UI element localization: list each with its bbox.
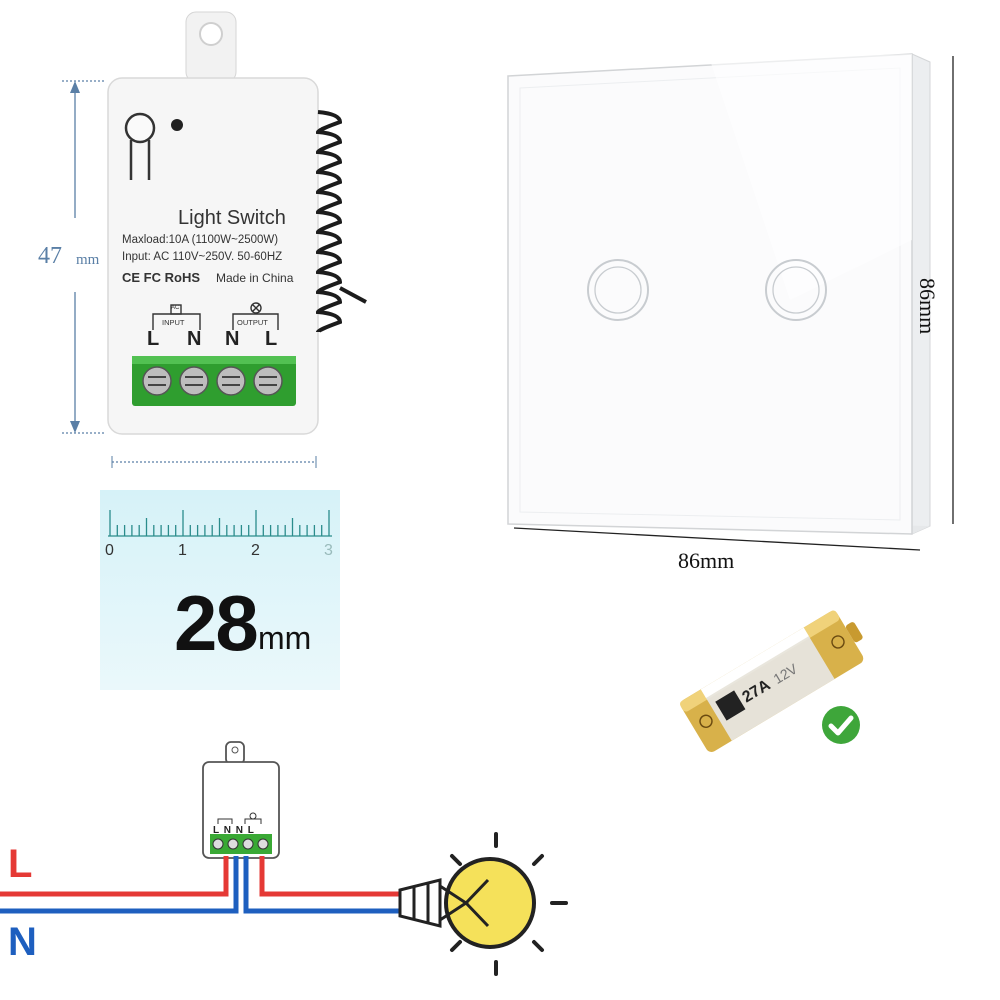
module-maxload: Maxload:10A (1100W~2500W): [122, 234, 279, 246]
module-title: Light Switch: [178, 207, 286, 229]
touch-button-left[interactable]: [588, 260, 648, 320]
module-input-label: INPUT: [162, 318, 185, 327]
module-terminal-label: N: [187, 328, 202, 350]
panel-height-label: 86mm: [915, 278, 940, 335]
module-input-spec: Input: AC 110V~250V. 50-60HZ: [122, 251, 283, 263]
module-certifications: CE FC RoHS: [122, 270, 200, 285]
wiring-diagram: L N N L L N: [0, 730, 1000, 1000]
relay-module-photo: Light Switch Maxload:10A (1100W~2500W) I…: [0, 0, 380, 480]
module-terminal-label: L: [265, 328, 278, 350]
ruler-tick-label: 2: [251, 542, 260, 559]
ruler-panel: 0 1 2 3 28 mm: [100, 490, 340, 690]
height-dimension-value: 47: [38, 243, 62, 269]
ruler-tick-label: 3: [324, 542, 333, 559]
module-input-ac-label: AC: [171, 305, 180, 311]
ruler-tick-label: 0: [105, 542, 114, 559]
battery-photo: 27A 12V: [670, 600, 890, 760]
diagram-module-terminals: L N N L: [213, 825, 255, 836]
module-made-in: Made in China: [216, 271, 294, 285]
neutral-wire-label: N: [8, 920, 37, 964]
touch-button-right[interactable]: [766, 260, 826, 320]
module-output-label: OUTPUT: [237, 318, 268, 327]
height-dimension-unit: mm: [76, 252, 100, 268]
module-terminal-label: L: [147, 328, 160, 350]
ruler-tick-label: 1: [178, 542, 187, 559]
touch-panel-photo: 86mm 86mm: [490, 40, 1000, 600]
live-wire-label: L: [8, 842, 33, 886]
panel-width-label: 86mm: [678, 548, 735, 573]
module-terminal-label: N: [225, 328, 240, 350]
width-dimension-value: 28: [174, 579, 259, 667]
check-icon: [822, 706, 860, 744]
width-dimension-unit: mm: [258, 620, 312, 656]
